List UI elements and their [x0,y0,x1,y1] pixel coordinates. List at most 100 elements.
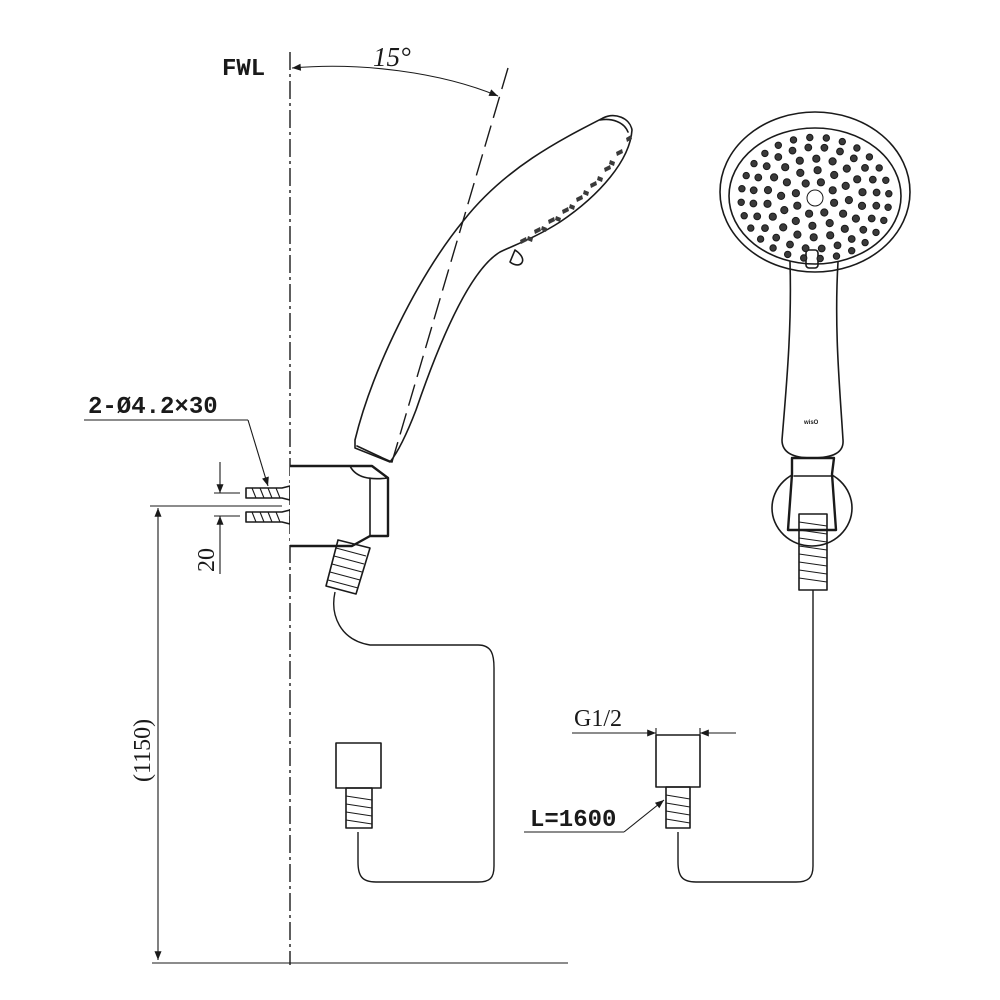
nozzle-dot [838,137,846,146]
nozzle-dot [761,149,769,158]
hose-length-label: L=1600 [530,807,616,834]
nozzle-dot [817,244,826,253]
nozzle-dot [772,233,781,242]
nozzle-dot [880,216,888,225]
nozzle-dot [861,238,869,247]
nozzle-dot [788,146,797,155]
nozzle-dot [840,224,849,233]
nozzle-dot [867,214,876,223]
nozzle-dot [849,154,858,163]
nozzle-dot [750,159,758,168]
nozzle-dot [825,219,834,228]
nozzle-dot [784,250,792,259]
nozzle-dot [738,185,746,193]
nozzle-dot [813,166,822,175]
nozzle-dot [816,254,824,263]
connector-nut-side [335,742,382,829]
nozzle-dot [822,134,830,142]
nozzle-dot [853,175,862,184]
side-nozzle-row [520,135,632,244]
nozzle-dot [806,133,814,142]
nozzle-dot [749,199,758,208]
thread-label: G1/2 [574,706,622,732]
nozzle-dot [742,171,750,180]
nozzle-dot [820,208,829,217]
brand-mark: wisO [803,420,819,426]
nozzle-dot [826,231,835,240]
screw-callout-leader [247,419,269,487]
nozzle-dot [769,244,777,252]
nozzle-dot [848,247,856,255]
screw-spec-label: 2-Ø4.2×30 [88,394,218,421]
nozzle-dot [791,189,801,198]
nozzle-dot [737,198,745,207]
nozzle-dot [774,153,783,161]
nozzle-dot [808,221,817,230]
hose-coil-side [325,539,371,595]
nozzle-dot [777,191,786,200]
fwl-label: FWL [222,56,265,83]
nozzle-dot [754,173,763,182]
nozzle-dot [859,225,868,234]
nozzle-dot [882,176,890,185]
hose-length-leader [623,799,665,833]
nozzle-dot [786,240,794,249]
wall-bracket-side [290,464,390,548]
nozzle-dot [763,186,773,195]
nozzle-dot [828,157,837,166]
nozzle-dot [806,189,824,207]
nozzle-dot [781,163,790,172]
nozzle-dot [796,168,805,177]
nozzle-dot [793,201,802,210]
nozzle-dot [861,164,869,172]
nozzle-dot [774,141,782,150]
nozzle-dot [820,143,829,152]
nozzle-dot [801,179,810,188]
nozzle-dot [865,153,874,161]
nozzle-dot [844,196,854,205]
nozzle-dot [851,214,861,223]
nozzle-dot [804,143,813,152]
nozzle-dot [872,188,881,197]
nozzle-dot [795,156,804,165]
nozzle-dot [816,178,826,187]
nozzle-dot [833,241,842,250]
connector-nut-front [655,734,701,829]
nozzle-dot [782,178,792,187]
nozzle-dot [841,181,850,190]
nozzle-dot [875,164,883,172]
hose-front [677,590,814,883]
nozzle-dot [868,175,877,184]
nozzle-dot [753,212,762,221]
handset-front: wisO [719,111,911,459]
nozzle-dot [830,198,839,207]
nozzle-dot [809,233,818,242]
nozzle-dot [747,224,755,232]
nozzle-dot [780,206,789,215]
angle-arc [291,63,499,97]
nozzle-dot [858,188,867,197]
angle-label: 15° [373,42,411,72]
front-nozzle-pattern [737,133,893,263]
mount-height-label: (1150) [130,719,156,782]
nozzle-dot [749,186,758,195]
handset-side [354,114,633,463]
nozzle-dot [830,170,839,180]
wall-bracket-front [771,456,853,547]
nozzle-dot [872,201,881,210]
nozzle-dot [770,173,779,182]
nozzle-dot [793,230,802,239]
nozzle-dot [763,199,772,208]
nozzle-dot [836,147,844,156]
nozzle-dot [832,252,841,260]
nozzle-dot [756,235,765,243]
nozzle-dot [839,209,848,218]
hose-side [333,591,495,883]
nozzle-dot [801,244,810,253]
screw-spacing-label: 20 [194,548,220,572]
nozzle-dot [768,212,777,221]
nozzle-dot [800,254,808,262]
screw-bottom [245,509,291,525]
nozzle-dot [828,186,837,195]
